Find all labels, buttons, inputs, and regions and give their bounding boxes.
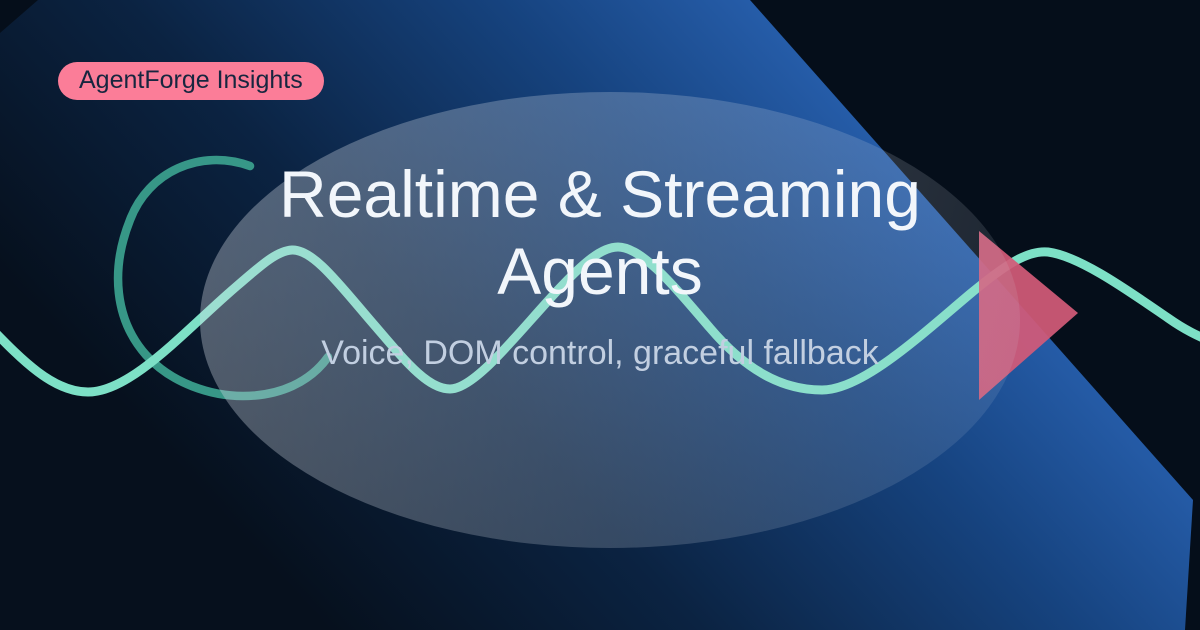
brand-badge-label: AgentForge Insights — [79, 66, 303, 94]
ellipse-backdrop — [200, 92, 1020, 548]
hero-text-block: Realtime & Streaming Agents Voice, DOM c… — [0, 156, 1200, 377]
brand-badge: AgentForge Insights — [58, 62, 324, 100]
page-title: Realtime & Streaming Agents — [279, 157, 921, 308]
page-subtitle: Voice, DOM control, graceful fallback — [321, 334, 879, 372]
